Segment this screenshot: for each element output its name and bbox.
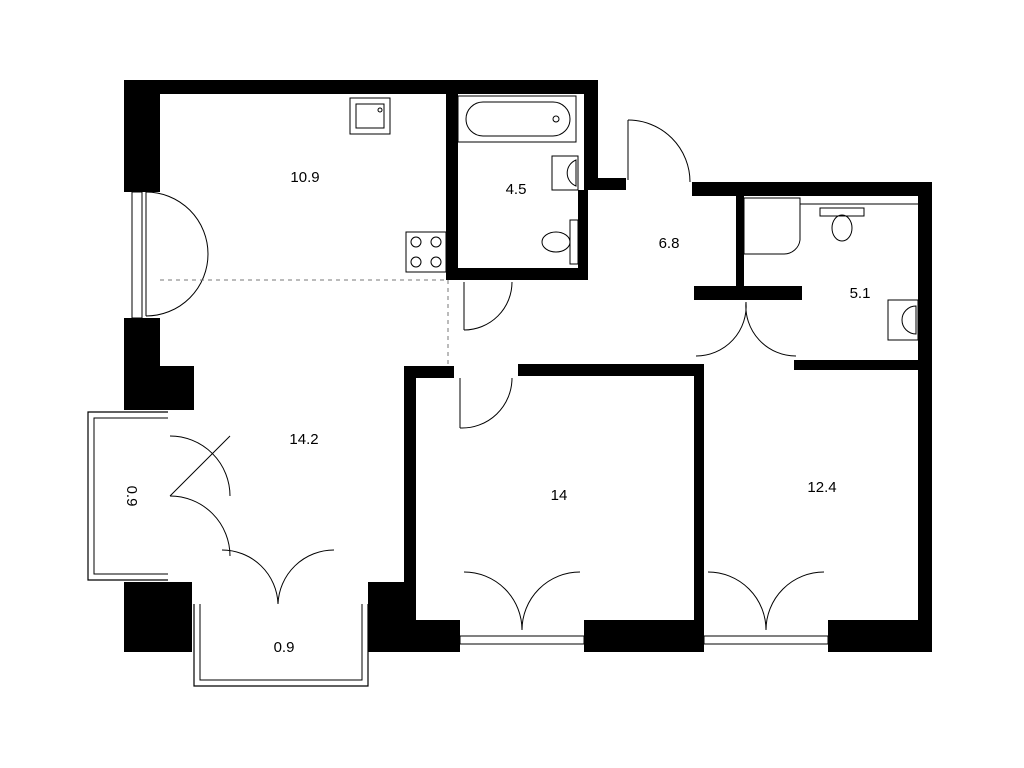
room-area-bathroom: 4.5 [506,181,527,198]
bathroom-toilet-icon [541,219,579,265]
room-area-kitchen: 10.9 [290,169,319,186]
wc-toilet-icon [819,207,865,242]
zone-dividers [160,279,449,366]
kitchen-sink-icon [349,97,391,135]
room-area-balcony-bottom: 0.9 [274,639,295,656]
room-area-wc: 5.1 [850,285,871,302]
bathroom-sink-icon [551,155,579,191]
bathtub-icon [457,95,577,143]
wc-sink-icon [887,299,919,341]
fixtures [349,95,919,341]
room-area-bedroom-1: 14 [551,487,568,504]
walls [124,80,932,652]
windows [87,191,829,687]
room-area-living: 14.2 [289,431,318,448]
doors [145,119,825,631]
room-area-hallway: 6.8 [659,235,680,252]
shower-icon [743,197,801,255]
room-area-loggia-side: 0.9 [123,486,140,507]
area-labels: 10.9 4.5 6.8 5.1 14.2 14 12.4 0.9 0.9 [123,169,870,656]
room-area-bedroom-2: 12.4 [807,479,836,496]
stove-icon [405,231,447,273]
